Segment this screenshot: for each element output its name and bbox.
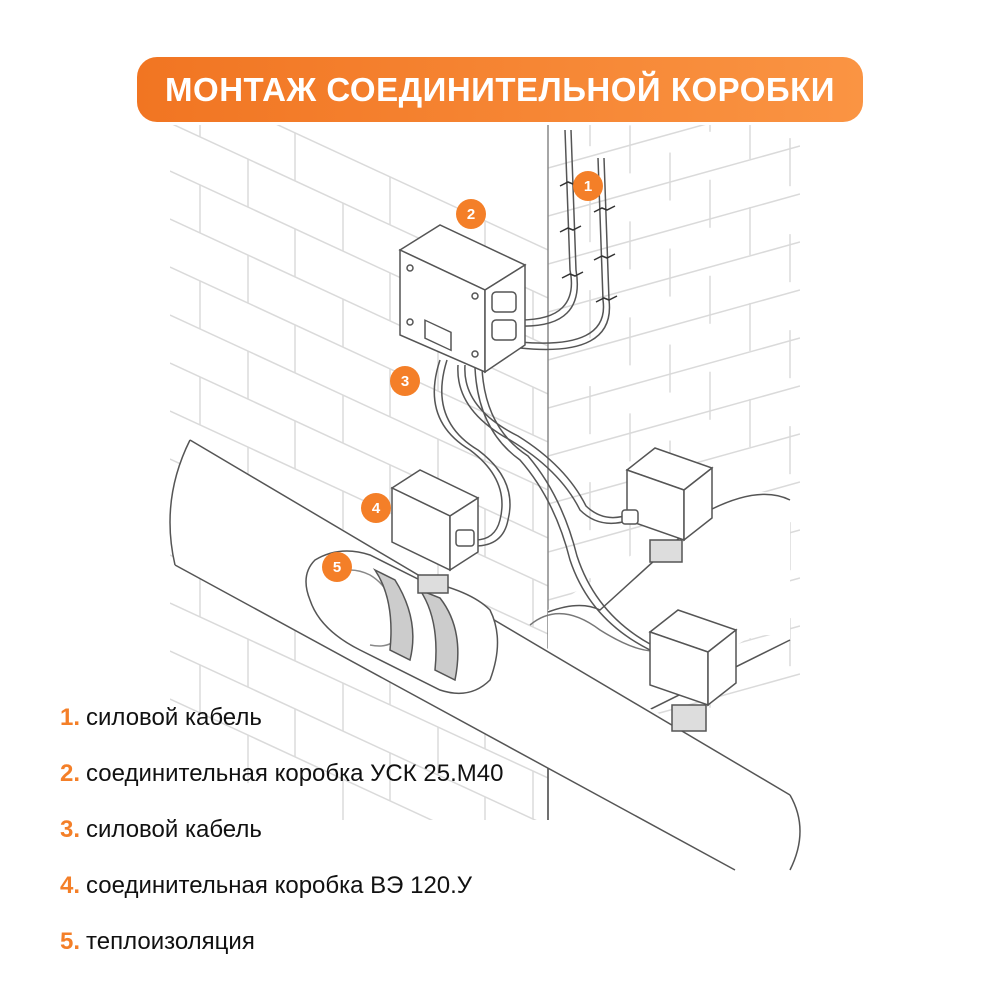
junction-box-right-lower <box>648 609 738 732</box>
title-banner: МОНТАЖ СОЕДИНИТЕЛЬНОЙ КОРОБКИ <box>137 57 863 122</box>
brick-line <box>548 337 800 409</box>
legend-item-1: 1.силовой кабель <box>60 704 262 731</box>
junction-box-right-upper <box>621 447 714 563</box>
svg-text:3: 3 <box>401 373 409 390</box>
brick-line <box>548 50 800 120</box>
svg-text:1: 1 <box>584 178 592 195</box>
junction-box-2 <box>398 224 527 374</box>
brick-line <box>170 698 548 820</box>
badge-1: 1 <box>573 171 603 201</box>
svg-text:4: 4 <box>372 500 381 517</box>
svg-text:5: 5 <box>333 559 341 576</box>
brick-line <box>170 125 548 251</box>
brick-line <box>170 602 548 779</box>
junction-box-4 <box>390 469 480 594</box>
brick-line <box>170 314 548 491</box>
brick-line <box>548 193 800 265</box>
cable-ties <box>559 179 618 303</box>
svg-text:2: 2 <box>467 206 475 223</box>
badge-5: 5 <box>322 552 352 582</box>
badge-3: 3 <box>390 366 420 396</box>
brick-line <box>548 125 800 169</box>
badge-4: 4 <box>361 493 391 523</box>
legend-item-4: 4.соединительная коробка ВЭ 120.У <box>60 872 473 899</box>
legend-item-2: 2.соединительная коробка УСК 25.М40 <box>60 760 504 787</box>
brick-line <box>548 241 800 313</box>
badge-2: 2 <box>456 199 486 229</box>
power-cables <box>433 129 651 651</box>
legend-item-3: 3.силовой кабель <box>60 816 262 843</box>
legend-item-5: 5.теплоизоляция <box>60 928 255 955</box>
brick-line <box>548 289 800 361</box>
brick-line <box>170 410 548 587</box>
brick-line <box>548 385 800 457</box>
